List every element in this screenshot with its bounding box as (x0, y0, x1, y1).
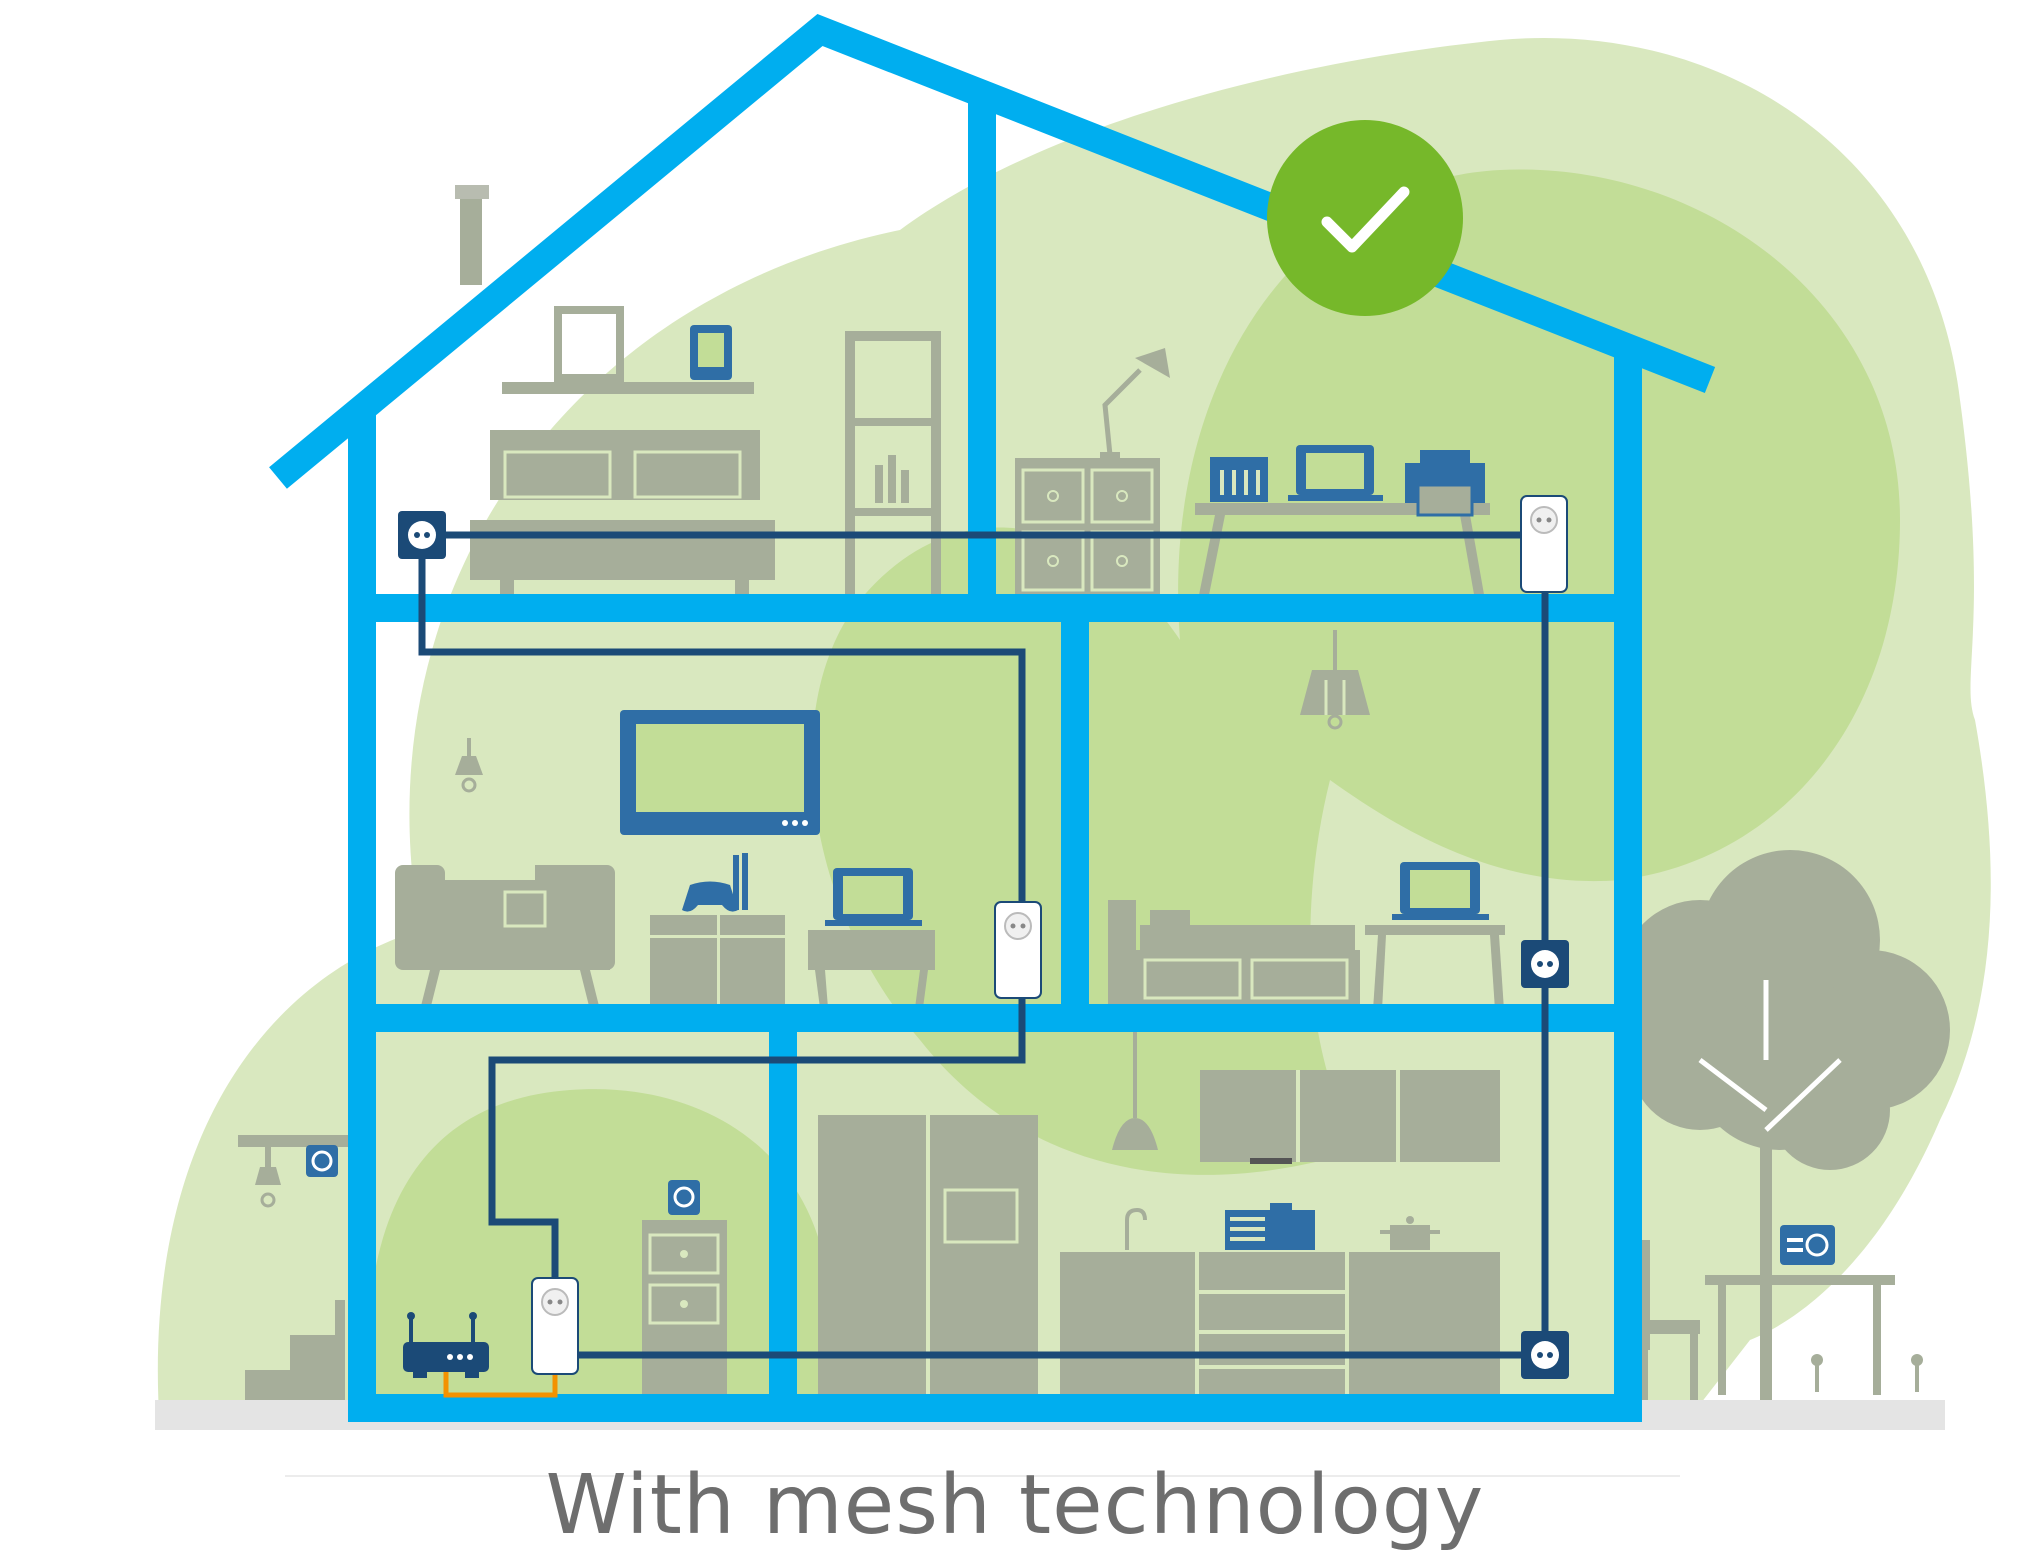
speaker-icon (668, 1180, 700, 1215)
dresser (1015, 458, 1160, 600)
desk-lamp-icon (1100, 348, 1170, 460)
router-icon (403, 1312, 489, 1378)
nightstand (642, 1220, 727, 1400)
pot-icon (1380, 1216, 1440, 1250)
guest-bed (1108, 900, 1360, 1010)
laptop-icon-living (825, 868, 922, 926)
outside-scenery (238, 185, 1950, 1400)
garden-table (1705, 1275, 1895, 1285)
adapter-living-room (994, 901, 1042, 999)
printer-icon (1405, 450, 1485, 517)
adapter-attic (1520, 495, 1568, 593)
kitchen-counter (1060, 1252, 1500, 1400)
desk-middle (1365, 925, 1505, 1010)
outdoor-lamp-icon (255, 1147, 281, 1208)
checkmark-icon (1321, 186, 1410, 253)
picture-frame (554, 306, 624, 382)
wall-shelf (238, 1135, 348, 1147)
kitchen-cabinets-upper (1200, 1070, 1500, 1164)
bed (470, 430, 775, 600)
kitchen-lamp-icon (1112, 1030, 1158, 1150)
ceiling-lamp-icon-living (455, 738, 483, 793)
caption-text: With mesh technology (545, 1458, 1485, 1553)
socket-attic-left (398, 511, 446, 559)
laptop-icon-attic (1288, 445, 1383, 501)
radio-icon (1780, 1225, 1835, 1265)
tv-icon (620, 710, 820, 835)
side-table (808, 930, 935, 1008)
plant-icon (1811, 1354, 1923, 1392)
tablet-icon (690, 325, 732, 380)
nas-icon (1210, 457, 1268, 502)
wall-repeater (306, 1145, 338, 1177)
chimney (460, 185, 482, 285)
socket-middle-right (1521, 940, 1569, 988)
faucet-icon (1125, 1207, 1147, 1250)
wall-shelf-attic (502, 382, 754, 394)
caption-divider (285, 1475, 1680, 1477)
garden-chair (1640, 1240, 1700, 1400)
sofa (395, 865, 615, 1010)
living-room-furniture (395, 630, 1505, 1010)
sideboard (650, 915, 785, 1010)
attic-furniture (470, 306, 1490, 605)
socket-ground-right (1521, 1331, 1569, 1379)
laptop-icon-bedroom (1392, 862, 1489, 920)
success-badge (1267, 120, 1463, 316)
ethernet-cable (443, 1372, 558, 1398)
gamepad-icon (682, 881, 738, 912)
pendant-lamp-icon-bedroom (1300, 630, 1370, 730)
books-icon (733, 853, 748, 910)
adapter-ground-floor (531, 1277, 579, 1375)
microwave-icon (1225, 1203, 1315, 1250)
tree-icon (1620, 850, 1950, 1400)
stairs (245, 1300, 345, 1400)
